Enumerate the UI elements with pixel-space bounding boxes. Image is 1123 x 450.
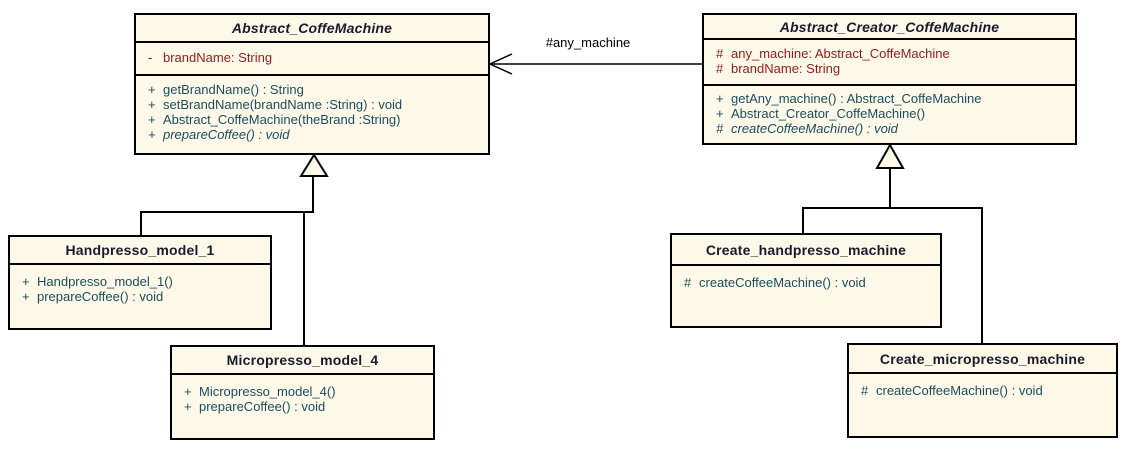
hollow-triangle-icon (875, 142, 905, 169)
class-abstract-creator-coffemachine: Abstract_Creator_CoffeMachine # any_mach… (702, 13, 1077, 145)
method: + getBrandName() : String (148, 82, 304, 97)
methods-compartment: # createCoffeeMachine() : void (849, 374, 1116, 398)
class-abstract-coffemachine: Abstract_CoffeMachine - brandName: Strin… (134, 13, 490, 155)
hollow-triangle-icon (299, 153, 329, 177)
class-handpresso-model-1: Handpresso_model_1 + Handpresso_model_1(… (8, 235, 272, 330)
attribute: # any_machine: Abstract_CoffeMachine (716, 46, 950, 61)
method: + Abstract_CoffeMachine(theBrand :String… (148, 112, 401, 127)
association-label: #any_machine (545, 35, 631, 50)
method: # createCoffeeMachine() : void (861, 383, 1043, 398)
abstract-method: # createCoffeeMachine() : void (716, 121, 898, 136)
methods-compartment: + getBrandName() : String + setBrandName… (136, 76, 488, 142)
method: # createCoffeeMachine() : void (684, 275, 866, 290)
attributes-compartment: - brandName: String (136, 43, 488, 76)
methods-compartment: + Micropresso_model_4() + prepareCoffee(… (172, 375, 433, 414)
association-any-machine (488, 53, 702, 75)
methods-compartment: + getAny_machine() : Abstract_CoffeMachi… (704, 86, 1075, 136)
methods-compartment: # createCoffeeMachine() : void (672, 266, 940, 290)
method: + Micropresso_model_4() (184, 384, 336, 399)
attribute: # brandName: String (716, 61, 841, 76)
method: + Handpresso_model_1() (22, 274, 173, 289)
class-title: Create_handpresso_machine (672, 235, 940, 266)
method: + prepareCoffee() : void (22, 289, 164, 304)
method: + getAny_machine() : Abstract_CoffeMachi… (716, 91, 982, 106)
class-create-handpresso-machine: Create_handpresso_machine # createCoffee… (670, 233, 942, 328)
method: + setBrandName(brandName :String) : void (148, 97, 403, 112)
attributes-compartment: # any_machine: Abstract_CoffeMachine # b… (704, 40, 1075, 86)
class-title: Create_micropresso_machine (849, 345, 1116, 374)
class-title: Abstract_Creator_CoffeMachine (704, 15, 1075, 40)
abstract-method: + prepareCoffee() : void (148, 127, 290, 142)
class-micropresso-model-4: Micropresso_model_4 + Micropresso_model_… (170, 345, 435, 440)
method: + prepareCoffee() : void (184, 399, 326, 414)
class-title: Abstract_CoffeMachine (136, 15, 488, 43)
class-title: Handpresso_model_1 (10, 237, 270, 265)
class-create-micropresso-machine: Create_micropresso_machine # createCoffe… (847, 343, 1118, 438)
method: + Abstract_Creator_CoffeMachine() (716, 106, 926, 121)
class-title: Micropresso_model_4 (172, 347, 433, 375)
methods-compartment: + Handpresso_model_1() + prepareCoffee()… (10, 265, 270, 304)
open-arrowhead-icon (488, 53, 513, 75)
attribute: - brandName: String (148, 50, 273, 65)
